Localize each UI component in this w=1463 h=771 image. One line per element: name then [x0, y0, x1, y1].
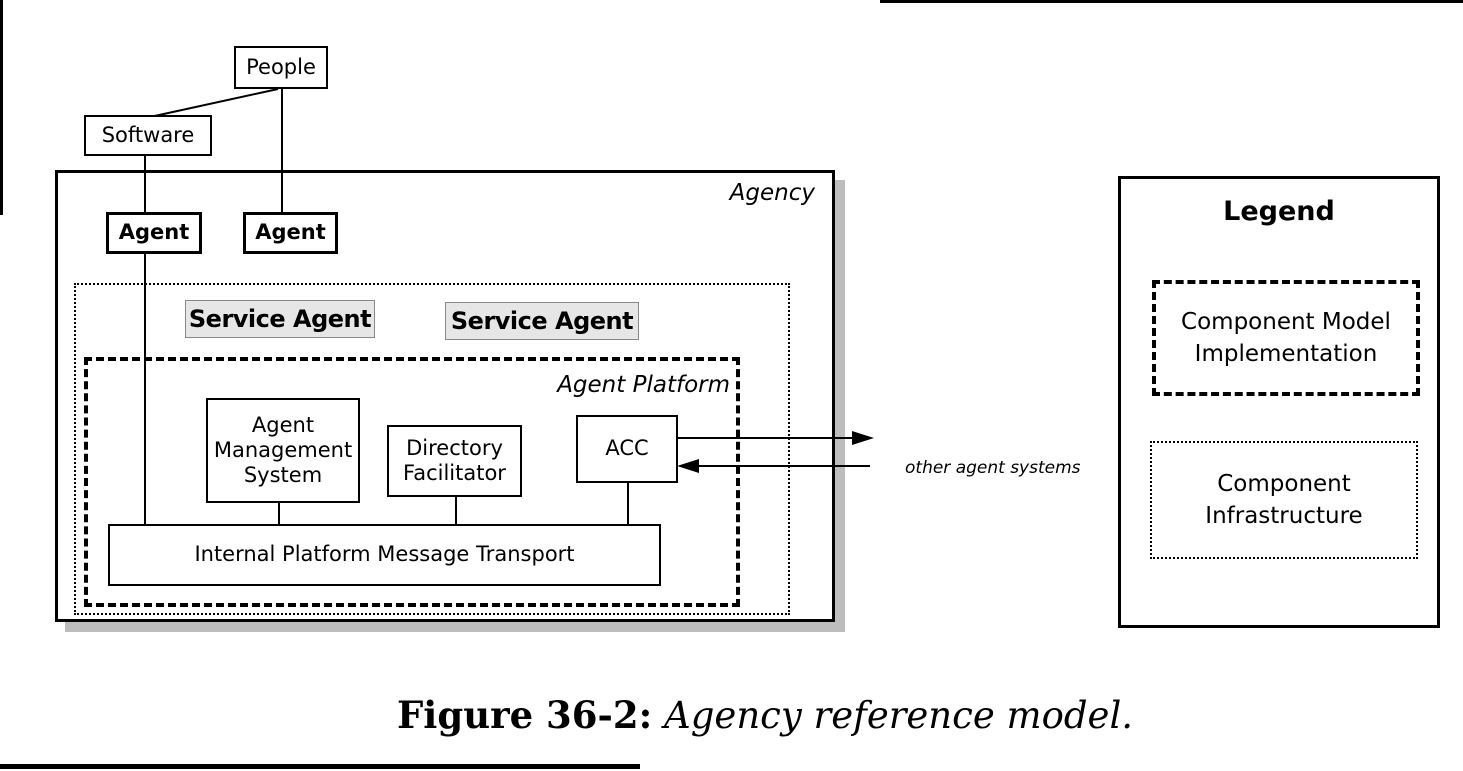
connector-people-agent2	[281, 89, 283, 212]
connector-agent1-transport	[144, 156, 146, 524]
service-agent-box-1: Service Agent	[185, 300, 375, 338]
infrastructure-region	[74, 283, 790, 615]
top-border-line	[880, 0, 1463, 3]
legend-dashed-item: Component Model Implementation	[1152, 280, 1420, 396]
people-box: People	[234, 46, 328, 89]
connector-people-software	[149, 88, 279, 118]
legend-panel	[1118, 176, 1440, 628]
figure-number: Figure 36-2:	[397, 693, 653, 737]
service-agent-box-2: Service Agent	[445, 302, 639, 340]
arrowhead-outgoing	[852, 431, 874, 445]
arrowhead-incoming	[677, 459, 699, 473]
connector-df-transport	[455, 497, 457, 525]
legend-dotted-item: Component Infrastructure	[1150, 441, 1418, 559]
message-transport-box: Internal Platform Message Transport	[108, 524, 661, 586]
agent-box-1: Agent	[106, 212, 202, 254]
bottom-border-line	[0, 764, 640, 769]
figure-caption: Figure 36-2: Agency reference model.	[397, 693, 1133, 737]
directory-facilitator-box: Directory Facilitator	[387, 425, 522, 497]
agent-platform-label: Agent Platform	[557, 372, 730, 398]
connector-acc-transport	[627, 483, 629, 525]
agency-label: Agency	[729, 180, 815, 206]
software-box: Software	[84, 115, 212, 156]
left-border-line	[0, 0, 3, 215]
figure-caption-text: Agency reference model.	[664, 694, 1134, 737]
acc-box: ACC	[576, 415, 678, 483]
agent-management-system-box: Agent Management System	[206, 398, 360, 503]
legend-title: Legend	[1223, 196, 1335, 227]
agent-platform-region	[84, 357, 740, 607]
connector-ams-transport	[278, 503, 280, 525]
agent-box-2: Agent	[243, 212, 338, 254]
other-agent-systems-label: other agent systems	[905, 458, 1081, 478]
